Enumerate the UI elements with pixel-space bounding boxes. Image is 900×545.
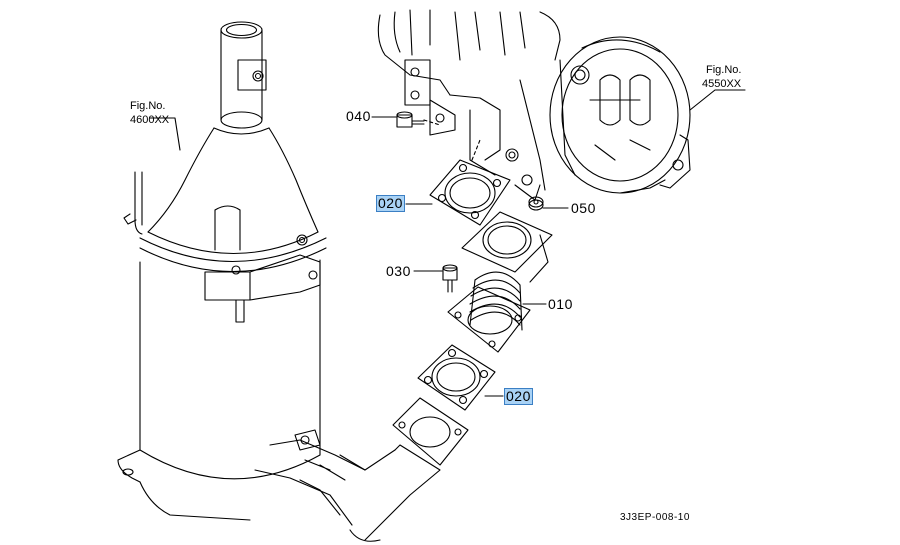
turbo-manifold-assembly xyxy=(377,9,691,201)
outlet-elbow-pipe xyxy=(254,429,441,542)
fig-ref-4600-number[interactable]: 4600XX xyxy=(130,114,170,126)
flex-pipe-010 xyxy=(447,211,553,353)
elbow-flange xyxy=(392,397,469,466)
gasket-020-bottom xyxy=(417,344,496,411)
callout-020-bottom[interactable]: 020 xyxy=(504,388,533,405)
dpf-converter-body xyxy=(117,21,327,521)
callout-010[interactable]: 010 xyxy=(548,296,573,312)
leader-fig-4550 xyxy=(689,89,746,111)
gasket-020-top xyxy=(429,159,511,226)
drawing-code: 3J3EP-008-10 xyxy=(620,512,690,523)
callout-050[interactable]: 050 xyxy=(571,200,596,216)
callout-030[interactable]: 030 xyxy=(386,263,411,279)
bolt-030 xyxy=(442,264,458,293)
bolt-040 xyxy=(396,111,425,128)
nut-050 xyxy=(528,196,544,211)
callout-020-top[interactable]: 020 xyxy=(376,195,405,212)
fig-ref-4550-number[interactable]: 4550XX xyxy=(702,78,742,90)
callout-040[interactable]: 040 xyxy=(346,108,371,124)
leader-fig-4600 xyxy=(149,117,181,151)
fig-ref-4550-label: Fig.No. xyxy=(706,64,742,76)
fig-ref-4600-label: Fig.No. xyxy=(130,100,166,112)
